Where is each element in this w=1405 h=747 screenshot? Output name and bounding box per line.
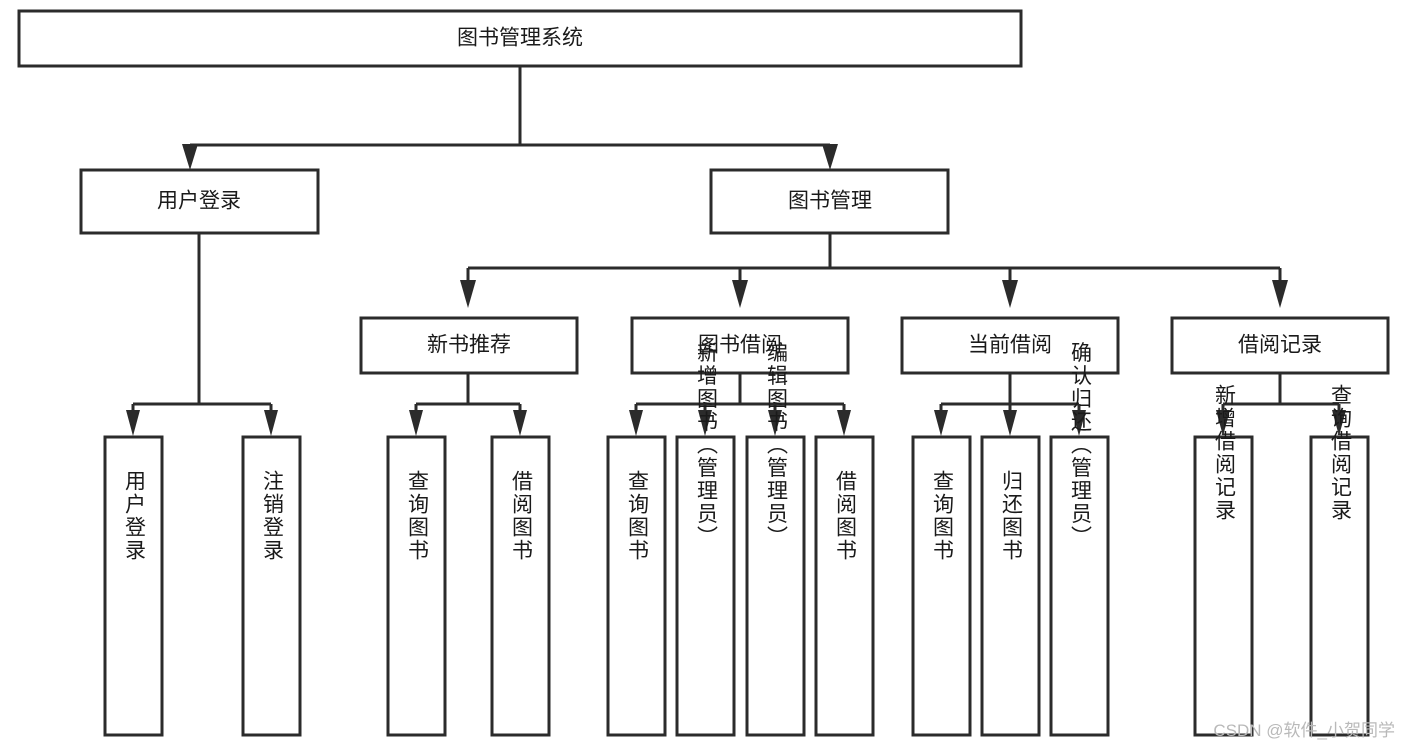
arrow-to-leaf-borrow-book-1 — [513, 410, 527, 436]
arrow-to-leaf-query-book-3 — [934, 410, 948, 436]
leaf-confirm-return-box[interactable] — [1049, 435, 1110, 737]
arrow-to-leaf-return-book — [1003, 410, 1017, 436]
arrow-to-leaf-query-record — [1332, 410, 1346, 436]
leaf-user-login[interactable]: 用户登录 — [103, 435, 164, 737]
leaf-query-book-borrow[interactable]: 查询图书 — [606, 435, 667, 737]
leaf-query-borrow-record[interactable]: 查询借阅记录 — [1309, 384, 1370, 737]
leaf-logout-box[interactable] — [241, 435, 302, 737]
leaf-add-book[interactable]: 新增图书（管理员） — [675, 342, 736, 737]
leaf-user-login-label: 用户登录 — [123, 470, 147, 562]
leaf-query-book-borrow-box[interactable] — [606, 435, 667, 737]
connectors-root-to-level2 — [182, 66, 838, 170]
leaf-borrow-book-recommend-box[interactable] — [490, 435, 551, 737]
node-root-label: 图书管理系统 — [457, 27, 583, 50]
arrow-to-current-borrow — [1002, 280, 1018, 308]
arrow-to-book-borrow — [732, 280, 748, 308]
node-user-login[interactable]: 用户登录 — [79, 168, 320, 235]
connectors-current-borrow-to-leaves — [934, 373, 1086, 436]
leaf-borrow-book-recommend[interactable]: 借阅图书 — [490, 435, 551, 737]
leaf-borrow-book-recommend-label: 借阅图书 — [510, 470, 534, 562]
leaf-add-book-box[interactable] — [675, 435, 736, 737]
leaf-query-book-current-label: 查询图书 — [931, 470, 955, 562]
node-book-management-box[interactable] — [709, 168, 950, 235]
arrow-to-leaf-add-record — [1216, 410, 1230, 436]
leaf-confirm-return[interactable]: 确认归还（管理员） — [1049, 342, 1110, 737]
leaf-query-book-recommend-label: 查询图书 — [406, 470, 430, 562]
node-current-borrow-label: 当前借阅 — [968, 334, 1052, 357]
connectors-book-borrow-to-leaves — [629, 373, 851, 436]
leaf-borrow-book-borrow[interactable]: 借阅图书 — [814, 435, 875, 737]
node-new-book-recommend-box[interactable] — [359, 316, 579, 375]
arrow-to-leaf-user-login — [126, 410, 140, 436]
arrow-to-leaf-query-book-1 — [409, 410, 423, 436]
arrow-to-leaf-edit-book — [768, 410, 782, 436]
leaf-query-borrow-record-label: 查询借阅记录 — [1329, 384, 1353, 522]
leaf-logout[interactable]: 注销登录 — [241, 435, 302, 737]
leaf-add-borrow-record-label: 新增借阅记录 — [1213, 384, 1237, 522]
node-borrow-record-box[interactable] — [1170, 316, 1390, 375]
node-borrow-record[interactable]: 借阅记录 — [1170, 316, 1390, 375]
node-current-borrow-box[interactable] — [900, 316, 1120, 375]
node-new-book-recommend[interactable]: 新书推荐 — [359, 316, 579, 375]
connector-new-book-bus — [414, 373, 522, 412]
arrow-to-leaf-confirm-return — [1072, 410, 1086, 436]
node-new-book-recommend-label: 新书推荐 — [427, 334, 511, 357]
node-book-borrow-label: 图书借阅 — [698, 334, 782, 357]
node-book-borrow[interactable]: 图书借阅 — [630, 316, 850, 375]
leaf-edit-book-box[interactable] — [745, 435, 806, 737]
connector-borrow-record-bus — [1221, 373, 1341, 412]
leaf-query-book-recommend[interactable]: 查询图书 — [386, 435, 447, 737]
node-book-management[interactable]: 图书管理 — [709, 168, 950, 235]
connectors-level2-to-level3 — [460, 233, 1288, 308]
leaf-return-book[interactable]: 归还图书 — [980, 435, 1041, 737]
node-root-book-management-system[interactable]: 图书管理系统 — [17, 9, 1023, 68]
leaf-add-book-label: 新增图书（管理员） — [695, 342, 719, 549]
leaf-edit-book-label: 编辑图书（管理员） — [765, 342, 789, 549]
leaf-return-book-box[interactable] — [980, 435, 1041, 737]
leaf-query-book-current-box[interactable] — [911, 435, 972, 737]
node-book-borrow-box[interactable] — [630, 316, 850, 375]
arrow-to-book-management — [822, 144, 838, 170]
arrow-to-borrow-record — [1272, 280, 1288, 308]
arrow-to-user-login — [182, 144, 198, 170]
leaf-add-borrow-record[interactable]: 新增借阅记录 — [1193, 384, 1254, 737]
leaf-query-book-borrow-label: 查询图书 — [626, 470, 650, 562]
connectors-new-book-recommend-to-leaves — [409, 373, 527, 436]
connectors-borrow-record-to-leaves — [1216, 373, 1346, 436]
node-borrow-record-label: 借阅记录 — [1238, 334, 1322, 357]
leaf-edit-book[interactable]: 编辑图书（管理员） — [745, 342, 806, 737]
leaf-user-login-box[interactable] — [103, 435, 164, 737]
arrow-to-leaf-borrow-book-2 — [837, 410, 851, 436]
leaf-add-borrow-record-box[interactable] — [1193, 435, 1254, 737]
arrow-to-leaf-query-book-2 — [629, 410, 643, 436]
arrow-to-leaf-add-book — [698, 410, 712, 436]
leaf-borrow-book-borrow-box[interactable] — [814, 435, 875, 737]
node-user-login-box[interactable] — [79, 168, 320, 235]
node-root-box[interactable] — [17, 9, 1023, 68]
leaf-return-book-label: 归还图书 — [1000, 470, 1024, 562]
node-user-login-label: 用户登录 — [157, 190, 241, 213]
connector-book-management-bus — [466, 233, 1282, 282]
leaf-query-borrow-record-box[interactable] — [1309, 435, 1370, 737]
connectors-user-login-to-leaves — [126, 233, 278, 436]
leaf-query-book-current[interactable]: 查询图书 — [911, 435, 972, 737]
leaf-borrow-book-borrow-label: 借阅图书 — [834, 470, 858, 562]
connector-user-login-bus — [131, 233, 273, 412]
leaf-confirm-return-label: 确认归还（管理员） — [1069, 342, 1093, 549]
arrow-to-new-book-recommend — [460, 280, 476, 308]
connector-book-borrow-bus — [634, 373, 846, 412]
connector-root — [188, 66, 832, 158]
leaf-query-book-recommend-box[interactable] — [386, 435, 447, 737]
leaf-logout-label: 注销登录 — [261, 470, 285, 562]
connector-current-borrow-bus — [939, 373, 1081, 412]
node-current-borrow[interactable]: 当前借阅 — [900, 316, 1120, 375]
arrow-to-leaf-logout — [264, 410, 278, 436]
node-book-management-label: 图书管理 — [788, 190, 872, 213]
